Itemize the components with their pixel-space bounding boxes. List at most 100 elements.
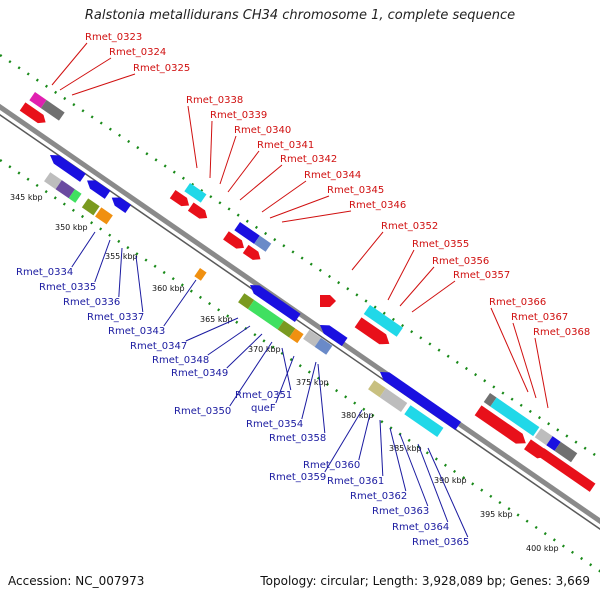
label-leader-line — [389, 427, 407, 492]
label-leader-line — [187, 105, 198, 169]
feature-arrow — [87, 180, 111, 199]
feature-block — [490, 397, 540, 437]
feature-block — [379, 388, 408, 412]
feature-arrow — [19, 102, 46, 124]
label-leader-line — [135, 255, 144, 313]
gene-label-reverse: Rmet_0360 — [303, 460, 360, 471]
feature-arrow — [535, 448, 596, 492]
label-leader-line — [226, 333, 263, 369]
gene-label-reverse: Rmet_0361 — [327, 476, 384, 487]
feature-block — [534, 428, 553, 446]
gene-label-reverse: Rmet_0365 — [412, 537, 469, 548]
topology-label: Topology: circular; Length: 3,928,089 bp… — [260, 574, 590, 588]
label-leader-line — [269, 195, 330, 219]
label-leader-line — [261, 180, 307, 213]
gene-label-reverse: Rmet_0347 — [130, 341, 187, 352]
label-leader-line — [317, 363, 326, 434]
label-leader-line — [219, 135, 237, 185]
label-leader-line — [71, 231, 96, 268]
feature-block — [238, 293, 255, 310]
label-leader-line — [399, 433, 429, 507]
feature-block — [363, 305, 403, 337]
label-leader-line — [71, 73, 136, 96]
feature-arrow — [169, 189, 190, 207]
feature-arrow — [242, 244, 261, 260]
feature-arrow — [250, 285, 301, 323]
feature-block — [554, 441, 578, 463]
feature-block — [546, 436, 561, 451]
label-leader-line — [227, 150, 260, 193]
forward-label-layer: Rmet_0323Rmet_0324Rmet_0325Rmet_0338Rmet… — [51, 32, 590, 409]
feature-block — [404, 405, 444, 437]
feature-block — [314, 337, 333, 355]
gene-label-forward: Rmet_0367 — [511, 312, 568, 323]
gene-label-reverse: Rmet_0351 — [235, 390, 292, 401]
feature-arrow — [474, 405, 526, 444]
feature-block — [184, 183, 207, 203]
label-leader-line — [163, 279, 197, 327]
feature-block — [29, 92, 47, 109]
label-leader-line — [379, 419, 384, 477]
feature-block — [194, 268, 207, 281]
feature-arrow — [187, 202, 208, 219]
label-leader-line — [281, 210, 352, 223]
feature-block — [277, 320, 296, 338]
gene-label-reverse: Rmet_0359 — [269, 472, 326, 483]
kbp-label: 350 kbp — [55, 223, 88, 232]
gene-label-reverse: Rmet_0349 — [171, 368, 228, 379]
gene-label-reverse: Rmet_0337 — [87, 312, 144, 323]
gene-label-reverse: Rmet_0343 — [108, 326, 165, 337]
gene-label-forward: Rmet_0324 — [109, 47, 166, 58]
gene-label-forward: Rmet_0356 — [432, 256, 489, 267]
feature-arrow — [111, 197, 132, 214]
gene-label-reverse: Rmet_0363 — [372, 506, 429, 517]
label-leader-line — [51, 42, 88, 86]
feature-arrow — [354, 317, 390, 345]
gene-label-reverse: Rmet_0335 — [39, 282, 96, 293]
kbp-label: 345 kbp — [10, 193, 43, 202]
feature-block — [68, 189, 82, 203]
gene-label-forward: Rmet_0340 — [234, 125, 291, 136]
gene-label-reverse: Rmet_0348 — [152, 355, 209, 366]
gene-label-reverse: Rmet_0336 — [63, 297, 120, 308]
label-leader-line — [94, 239, 111, 283]
label-leader-line — [229, 341, 273, 407]
kbp-label: 390 kbp — [434, 476, 467, 485]
gene-label-forward: Rmet_0357 — [453, 270, 510, 281]
gene-label-forward: Rmet_0338 — [186, 95, 243, 106]
label-leader-line — [417, 443, 449, 523]
feature-block — [40, 99, 65, 121]
reverse-features — [44, 155, 596, 492]
feature-arrow — [380, 372, 462, 431]
feature-arrow — [320, 295, 336, 307]
reverse-label-layer: Rmet_0334Rmet_0335Rmet_0336Rmet_0337Rmet… — [16, 231, 469, 548]
kbp-label: 395 kbp — [480, 510, 513, 519]
feature-arrow — [223, 231, 245, 249]
label-leader-line — [387, 249, 415, 301]
kbp-label: 360 kbp — [152, 284, 185, 293]
label-leader-line — [281, 347, 292, 391]
feature-block — [247, 300, 284, 330]
gene-label-reverse: Rmet_0354 — [246, 419, 303, 430]
label-leader-line — [351, 231, 384, 271]
gene-label-reverse: Rmet_0364 — [392, 522, 449, 533]
kbp-label: 375 kbp — [296, 378, 329, 387]
label-leader-line — [512, 322, 537, 399]
gene-label-reverse: Rmet_0350 — [174, 406, 231, 417]
label-leader-line — [358, 413, 371, 461]
feature-block — [44, 172, 62, 190]
gene-label-reverse: queF — [251, 403, 276, 414]
gene-label-forward: Rmet_0368 — [533, 327, 590, 338]
label-leader-line — [427, 447, 469, 538]
inner-tick-ring — [0, 158, 600, 573]
gene-label-forward: Rmet_0339 — [210, 110, 267, 121]
gene-label-forward: Rmet_0341 — [257, 140, 314, 151]
gene-label-reverse: Rmet_0358 — [269, 433, 326, 444]
label-leader-line — [59, 57, 112, 91]
gene-label-forward: Rmet_0355 — [412, 239, 469, 250]
gene-label-forward: Rmet_0366 — [489, 297, 546, 308]
gene-label-forward: Rmet_0345 — [327, 185, 384, 196]
label-leader-line — [534, 337, 549, 409]
